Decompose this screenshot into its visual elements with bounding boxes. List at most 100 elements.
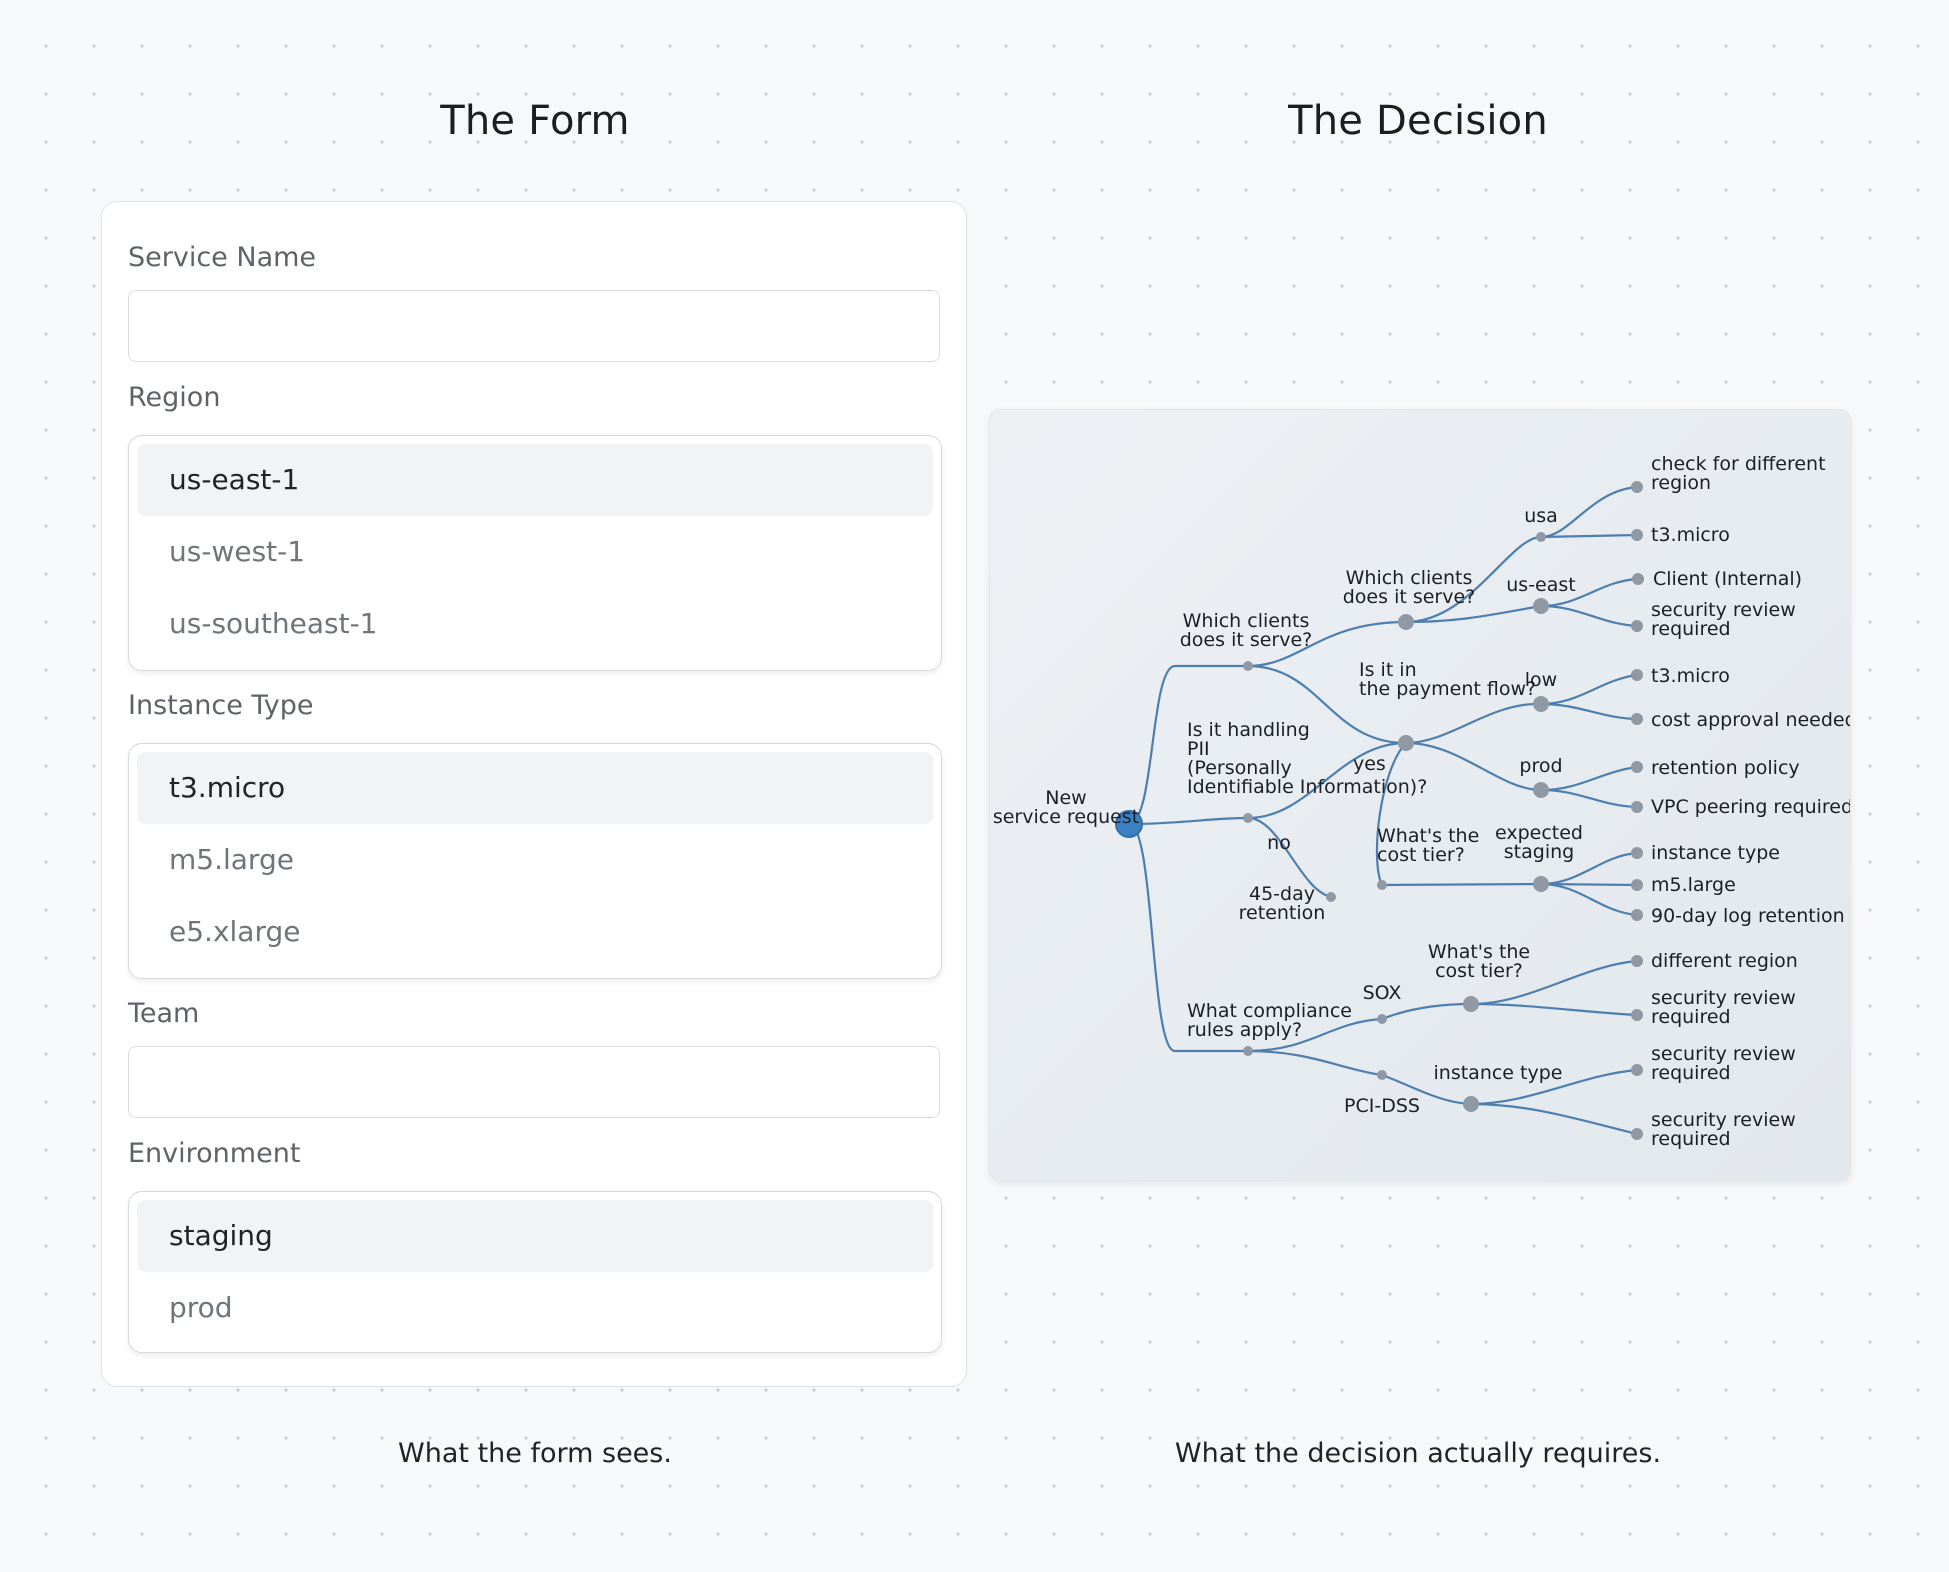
- edge: [1247, 741, 1407, 820]
- tree-node: [1463, 996, 1479, 1012]
- label-different-region: different region: [1651, 950, 1798, 972]
- edge: [1247, 664, 1407, 745]
- edge: [1540, 673, 1638, 706]
- tree-node: [1533, 782, 1549, 798]
- tree-nodes: [1115, 481, 1644, 1140]
- decision-heading: The Decision: [1288, 98, 1548, 144]
- leaf-node: [1631, 801, 1643, 813]
- instance-option-t3-micro[interactable]: t3.micro: [137, 752, 933, 824]
- leaf-node: [1631, 909, 1643, 921]
- tree-node: [1536, 532, 1546, 542]
- label-line: required: [1651, 1006, 1731, 1028]
- label-line: Is it in: [1359, 659, 1417, 681]
- label-line: What's the: [1377, 825, 1479, 847]
- edge: [1381, 1073, 1472, 1106]
- label-yes: yes: [1353, 753, 1386, 775]
- leaf-node: [1631, 955, 1643, 967]
- label-usa: usa: [1524, 505, 1558, 527]
- label-line: expected: [1495, 822, 1583, 844]
- region-option-us-east-1[interactable]: us-east-1: [137, 444, 933, 516]
- tree-node: [1463, 1096, 1479, 1112]
- service-name-label: Service Name: [128, 242, 317, 273]
- tree-node: [1533, 876, 1549, 892]
- region-select[interactable]: us-east-1 us-west-1 us-southeast-1: [128, 435, 942, 671]
- label-low: low: [1525, 669, 1557, 691]
- label-line: required: [1651, 1128, 1731, 1150]
- environment-option-prod[interactable]: prod: [169, 1291, 233, 1324]
- label-us-east: us-east: [1506, 574, 1575, 596]
- edge: [1470, 959, 1638, 1006]
- tree-node: [1377, 880, 1387, 890]
- leaf-node: [1631, 669, 1643, 681]
- tree-node: [1533, 696, 1549, 712]
- form-heading: The Form: [440, 98, 630, 144]
- label-retention-policy: retention policy: [1651, 757, 1800, 779]
- edge: [1540, 765, 1638, 792]
- edge: [1540, 702, 1638, 721]
- edge: [1128, 822, 1248, 1053]
- label-vpc-peering: VPC peering required: [1651, 796, 1850, 818]
- edge: [1247, 816, 1332, 899]
- instance-type-label: Instance Type: [128, 690, 314, 721]
- edge: [1405, 702, 1542, 745]
- edge: [1540, 485, 1638, 539]
- label-line: retention: [1239, 902, 1326, 924]
- edge: [1470, 1102, 1638, 1136]
- label-no: no: [1267, 832, 1291, 854]
- label-line: security review: [1651, 1109, 1796, 1131]
- label-instance-type-leaf: instance type: [1651, 842, 1780, 864]
- leaf-node: [1631, 847, 1643, 859]
- leaf-node: [1631, 481, 1643, 493]
- edge: [1128, 816, 1249, 826]
- instance-option-m5-large[interactable]: m5.large: [169, 843, 294, 876]
- edge: [1247, 620, 1407, 668]
- edge: [1470, 1068, 1638, 1106]
- label-line: region: [1651, 472, 1711, 494]
- instance-option-e5-xlarge[interactable]: e5.xlarge: [169, 915, 301, 948]
- region-option-us-west-1[interactable]: us-west-1: [169, 535, 306, 568]
- environment-select[interactable]: staging prod: [128, 1191, 942, 1353]
- label-line: the payment flow?: [1359, 678, 1536, 700]
- leaf-node: [1631, 620, 1643, 632]
- label-line: cost tier?: [1377, 844, 1465, 866]
- label-pci-dss: PCI-DSS: [1344, 1095, 1420, 1117]
- environment-label: Environment: [128, 1138, 301, 1169]
- team-input[interactable]: [128, 1046, 940, 1118]
- root-node: [1115, 810, 1143, 838]
- form-caption: What the form sees.: [398, 1438, 672, 1469]
- tree-node: [1377, 1070, 1387, 1080]
- region-option-us-southeast-1[interactable]: us-southeast-1: [169, 607, 378, 640]
- tree-node: [1377, 1014, 1387, 1024]
- leaf-node: [1632, 573, 1644, 585]
- team-label: Team: [128, 998, 200, 1029]
- label-line: 45-day: [1249, 883, 1315, 905]
- label-instance-type-q: instance type: [1434, 1062, 1563, 1084]
- label-line: does it serve?: [1180, 629, 1313, 651]
- label-line: New: [1045, 787, 1086, 809]
- instance-type-select[interactable]: t3.micro m5.large e5.xlarge: [128, 743, 942, 979]
- label-line: security review: [1651, 599, 1796, 621]
- service-name-input[interactable]: [128, 290, 940, 362]
- edge: [1540, 788, 1638, 809]
- label-client-internal: Client (Internal): [1653, 568, 1802, 590]
- label-line: staging: [1504, 841, 1574, 863]
- edge: [1470, 1002, 1638, 1017]
- environment-option-staging[interactable]: staging: [137, 1200, 933, 1272]
- leaf-node: [1631, 713, 1643, 725]
- label-line: security review: [1651, 987, 1796, 1009]
- label-line: service request: [993, 806, 1139, 828]
- label-line: PII: [1187, 738, 1210, 760]
- edge: [1405, 741, 1542, 792]
- edge: [1540, 533, 1638, 539]
- tree-node: [1243, 813, 1253, 823]
- label-line: Which clients: [1346, 567, 1473, 589]
